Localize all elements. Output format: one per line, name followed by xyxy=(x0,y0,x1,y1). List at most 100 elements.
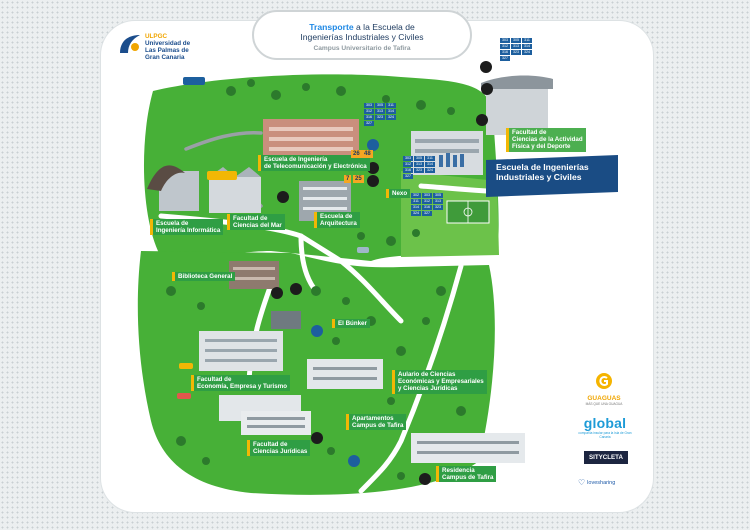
stop-line: 311 xyxy=(425,156,435,161)
bus-stop-icon xyxy=(367,139,379,151)
vehicles-layer xyxy=(177,77,369,399)
global-tagline: compañía insular para la Isla de Gran Ca… xyxy=(578,431,632,439)
stop-line: 324 xyxy=(522,50,532,55)
stop-line: 305 xyxy=(414,156,424,161)
stop-line: 303 xyxy=(364,103,374,108)
label-aulario[interactable]: Aulario de Ciencias Económicas y Empresa… xyxy=(392,370,487,394)
title-line2: Ingenierías Industriales y Civiles xyxy=(300,32,424,42)
stop-line: 312 xyxy=(422,199,432,204)
title-box: Transporte a la Escuela de Ingenierías I… xyxy=(252,10,472,60)
bus-line-badge: 26 xyxy=(351,150,362,158)
building-ciencias-mar xyxy=(209,177,261,213)
guaguas-logo[interactable]: GUAGUAS MÁS QUE UNA GUAGUA xyxy=(583,372,625,406)
stop-line: 316 xyxy=(364,115,374,120)
stop-line: 316 xyxy=(403,168,413,173)
label-actividad-fisica[interactable]: Facultad de Ciencias de la Actividad Fís… xyxy=(506,128,586,152)
building-juridicas xyxy=(241,411,311,435)
building-aulario xyxy=(307,359,383,389)
stop-line: 303 xyxy=(403,156,413,161)
bicycle-icon xyxy=(419,473,431,485)
person-icon xyxy=(439,155,443,167)
stop-line: 314 xyxy=(411,205,421,210)
ulpgc-line2: Las Palmas de xyxy=(145,47,189,54)
car-icon xyxy=(357,247,369,253)
heart-icon: ♡ xyxy=(578,478,586,487)
stop-line: 316 xyxy=(422,205,432,210)
ulpgc-line3: Gran Canaria xyxy=(145,54,185,61)
sitycleta-logo[interactable]: SITYCLETA xyxy=(584,451,628,464)
bus-icon xyxy=(183,77,205,85)
stop-line: 312 xyxy=(364,109,374,114)
person-icon xyxy=(446,153,450,167)
label-economia[interactable]: Facultad de Economía, Empresa y Turismo xyxy=(191,375,290,392)
label-residencia[interactable]: Residencia Campus de Tafira xyxy=(436,466,497,483)
trees-layer xyxy=(166,79,466,480)
transport-icons xyxy=(271,61,493,485)
stop-line: 302 xyxy=(411,193,421,198)
ulpgc-short: ULPGC xyxy=(145,33,168,40)
stop-line: 323 xyxy=(375,115,385,120)
guaguas-icon xyxy=(596,373,612,389)
stop-line: 323 xyxy=(511,50,521,55)
global-logo[interactable]: global compañía insular para la Isla de … xyxy=(577,415,633,439)
bus-line-badge: 48 xyxy=(362,150,373,158)
stop-line: 305 xyxy=(375,103,385,108)
building-biblioteca xyxy=(229,261,279,289)
label-apartamentos[interactable]: Apartamentos Campus de Tafira xyxy=(346,414,407,431)
label-informatica[interactable]: Escuela de Ingeniería Informática xyxy=(150,219,224,236)
subtitle: Campus Universitario de Tafira xyxy=(313,45,411,52)
stop-line: 313 xyxy=(511,44,521,49)
guaguas-tagline: MÁS QUE UNA GUAGUA xyxy=(585,402,623,406)
stop-line: 313 xyxy=(433,199,443,204)
label-bunker[interactable]: El Búnker xyxy=(332,319,370,329)
building-bunker xyxy=(271,311,301,329)
stop-line: 313 xyxy=(414,162,424,167)
stop-line: 327 xyxy=(422,211,432,216)
bus-stop-icon xyxy=(367,175,379,187)
person-icon xyxy=(460,154,464,167)
ulpgc-logo-icon xyxy=(120,35,140,53)
bicycle-icon xyxy=(277,191,289,203)
person-icon xyxy=(453,155,457,167)
label-ciencias-mar[interactable]: Facultad de Ciencias del Mar xyxy=(227,214,285,231)
label-arquitectura[interactable]: Escuela de Arquitectura xyxy=(314,212,360,229)
bus-line-badge: 25 xyxy=(353,175,364,183)
guaguas-name: GUAGUAS xyxy=(587,395,621,402)
lovesharing-name: lovesharing xyxy=(587,479,616,486)
label-telecom[interactable]: Escuela de Ingeniería de Telecomunicació… xyxy=(258,155,370,172)
stop-line: 316 xyxy=(500,50,510,55)
stop-line: 314 xyxy=(522,44,532,49)
bus-icon xyxy=(207,171,237,180)
destination-banner[interactable]: Escuela de Ingenierías Industriales y Ci… xyxy=(486,155,618,197)
stop-line: 311 xyxy=(522,38,532,43)
bicycle-icon xyxy=(271,287,283,299)
sitycleta-name: SITYCLETA xyxy=(584,451,628,464)
stop-line: 324 xyxy=(386,115,396,120)
stop-line: 305 xyxy=(433,193,443,198)
ulpgc-text: ULPGC Universidad de Las Palmas de Gran … xyxy=(145,33,190,61)
car-icon xyxy=(179,363,193,369)
motorbike-icon xyxy=(348,455,360,467)
label-juridicas[interactable]: Facultad de Ciencias Jurídicas xyxy=(247,440,311,457)
global-name: global xyxy=(583,415,627,431)
stop-line: 314 xyxy=(425,162,435,167)
label-biblioteca[interactable]: Biblioteca General xyxy=(172,272,236,282)
people-layer xyxy=(439,153,464,167)
stop-line: 327 xyxy=(364,121,374,126)
ulpgc-line1: Universidad de xyxy=(145,40,191,47)
building-residencia xyxy=(411,433,525,463)
stop-line: 311 xyxy=(386,103,396,108)
buildings-layer xyxy=(147,75,553,463)
lovesharing-logo[interactable]: ♡lovesharing xyxy=(578,478,615,487)
bus-stop-icon xyxy=(367,162,379,174)
stop-line: 327 xyxy=(403,174,413,179)
stop-line: 327 xyxy=(500,56,510,61)
stop-line: 324 xyxy=(425,168,435,173)
stop-line: 312 xyxy=(500,44,510,49)
label-nexo[interactable]: Nexo xyxy=(386,189,411,199)
motorbike-icon xyxy=(311,325,323,337)
